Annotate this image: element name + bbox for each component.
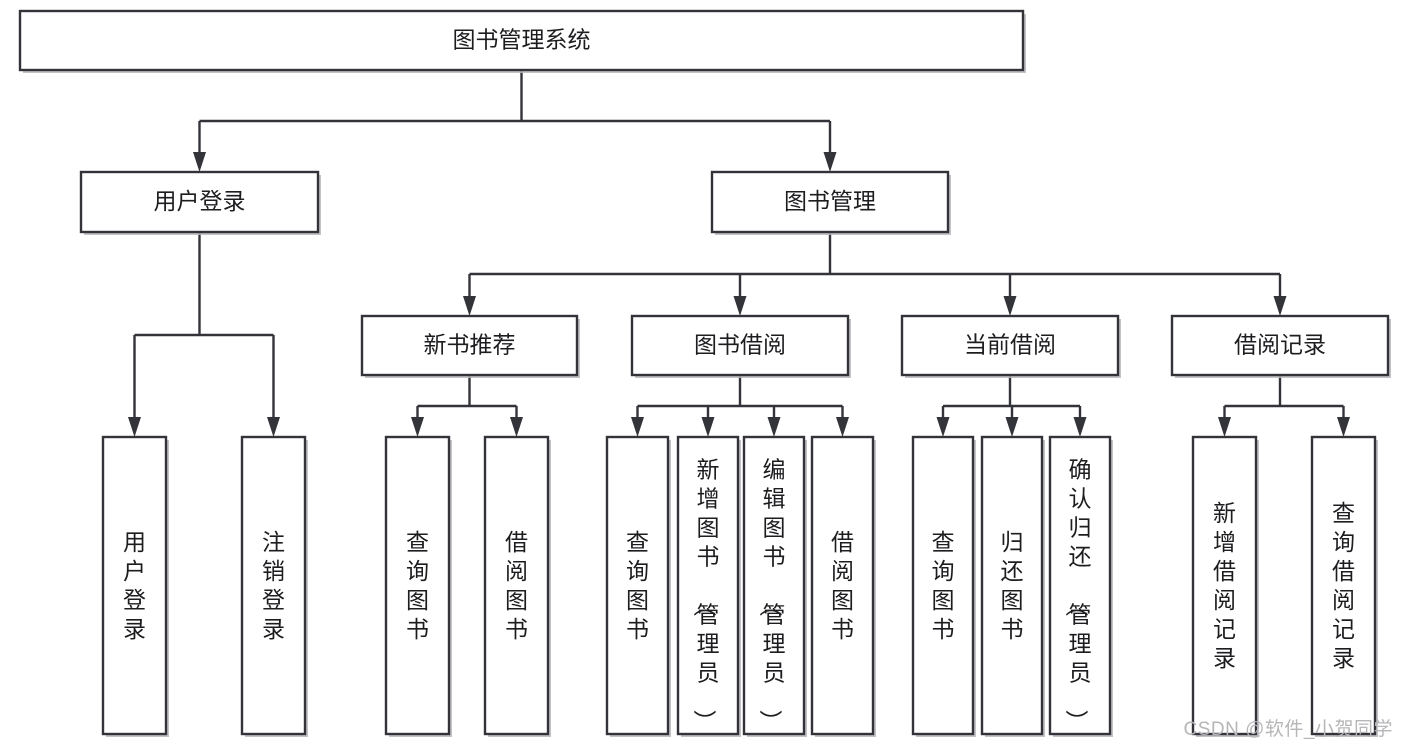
node-box[interactable]: [384, 435, 451, 736]
arrow-head-icon: [767, 417, 781, 437]
arrow-head-icon: [1073, 417, 1087, 437]
arrow-head-icon: [701, 417, 715, 437]
arrow-head-icon: [193, 152, 206, 172]
node-box[interactable]: [900, 314, 1120, 377]
node-box[interactable]: [710, 170, 950, 234]
node-box[interactable]: [810, 435, 875, 736]
edge-group-root: [193, 70, 837, 172]
node-label: 查询借阅记录: [1332, 500, 1355, 671]
node-label: 图书借阅: [694, 332, 786, 358]
node-label: 查询图书: [932, 529, 955, 642]
arrow-head-icon: [463, 296, 476, 316]
node-box[interactable]: [742, 435, 806, 736]
node-new-query[interactable]: 查询图书: [384, 435, 452, 737]
node-newbook[interactable]: 新书推荐: [360, 314, 580, 378]
arrow-head-icon: [1005, 417, 1019, 437]
node-box[interactable]: [483, 435, 550, 736]
arrow-head-icon: [936, 417, 950, 437]
edge-group-newbook: [411, 375, 523, 437]
node-root[interactable]: 图书管理系统: [18, 9, 1026, 73]
node-label: 查询图书: [626, 529, 649, 642]
node-box[interactable]: [630, 314, 850, 377]
arrow-head-icon: [823, 152, 837, 172]
node-cur-query[interactable]: 查询图书: [911, 435, 976, 737]
node-label: 新增借阅记录: [1213, 500, 1236, 671]
node-bor-query[interactable]: 查询图书: [605, 435, 671, 737]
arrow-head-icon: [1337, 417, 1350, 437]
node-label: 图书管理系统: [453, 27, 591, 53]
arrow-head-icon: [1273, 296, 1287, 316]
node-label: 注销登录: [262, 529, 285, 642]
arrow-head-icon: [836, 417, 849, 437]
node-box[interactable]: [676, 435, 740, 736]
arrow-head-icon: [733, 296, 747, 316]
node-label: 新增图书（管理员）: [692, 457, 720, 733]
node-label: 借阅记录: [1234, 332, 1326, 358]
node-box[interactable]: [1191, 435, 1258, 736]
node-login-out[interactable]: 注销登录: [240, 435, 308, 737]
node-label: 借阅图书: [505, 529, 528, 642]
arrow-head-icon: [1218, 417, 1231, 437]
node-label: 图书管理: [784, 188, 876, 214]
node-box[interactable]: [605, 435, 670, 736]
node-bor-add[interactable]: 新增图书（管理员）: [676, 435, 741, 737]
edge-group-bookmgmt: [463, 232, 1287, 316]
arrow-head-icon: [631, 417, 644, 437]
node-bor-edit[interactable]: 编辑图书（管理员）: [742, 435, 807, 737]
arrow-head-icon: [411, 417, 424, 437]
arrow-head-icon: [128, 417, 141, 437]
nodes-layer: 图书管理系统用户登录图书管理新书推荐图书借阅当前借阅借阅记录用户登录注销登录查询…: [18, 9, 1391, 737]
node-box[interactable]: [79, 170, 320, 234]
node-label: 归还图书: [1001, 529, 1024, 642]
node-new-borrow[interactable]: 借阅图书: [483, 435, 551, 737]
edge-group-login: [128, 232, 280, 437]
node-label: 编辑图书（管理员）: [758, 457, 786, 733]
edge-group-records: [1218, 375, 1350, 437]
node-box[interactable]: [101, 435, 168, 736]
node-label: 当前借阅: [964, 332, 1056, 358]
arrow-head-icon: [1003, 296, 1017, 316]
edge-group-borrow: [631, 375, 849, 437]
node-cur-return[interactable]: 归还图书: [980, 435, 1045, 737]
node-box[interactable]: [980, 435, 1044, 736]
node-records[interactable]: 借阅记录: [1170, 314, 1391, 378]
node-label: 查询图书: [406, 529, 429, 642]
node-label: 确认归还（管理员）: [1064, 457, 1092, 733]
node-box[interactable]: [240, 435, 307, 736]
node-current[interactable]: 当前借阅: [900, 314, 1121, 378]
node-login[interactable]: 用户登录: [79, 170, 321, 235]
node-box[interactable]: [1048, 435, 1112, 736]
node-box[interactable]: [360, 314, 579, 377]
edges-layer: [128, 70, 1350, 437]
watermark-text: CSDN @软件_小贺同学: [1183, 719, 1393, 740]
arrow-head-icon: [510, 417, 523, 437]
node-label: 用户登录: [123, 529, 146, 642]
node-borrow[interactable]: 图书借阅: [630, 314, 851, 378]
node-box[interactable]: [1310, 435, 1377, 736]
node-label: 用户登录: [154, 188, 246, 214]
edge-group-current: [936, 375, 1087, 437]
node-box[interactable]: [18, 9, 1025, 72]
node-box[interactable]: [1170, 314, 1390, 377]
node-label: 借阅图书: [831, 529, 854, 642]
node-login-in[interactable]: 用户登录: [101, 435, 169, 737]
node-box[interactable]: [911, 435, 975, 736]
node-cur-confirm[interactable]: 确认归还（管理员）: [1048, 435, 1113, 737]
node-rec-add[interactable]: 新增借阅记录: [1191, 435, 1259, 737]
node-label: 新书推荐: [424, 332, 516, 358]
node-bor-lend[interactable]: 借阅图书: [810, 435, 876, 737]
arrow-head-icon: [267, 417, 280, 437]
node-rec-query[interactable]: 查询借阅记录: [1310, 435, 1378, 737]
node-bookmgmt[interactable]: 图书管理: [710, 170, 951, 235]
